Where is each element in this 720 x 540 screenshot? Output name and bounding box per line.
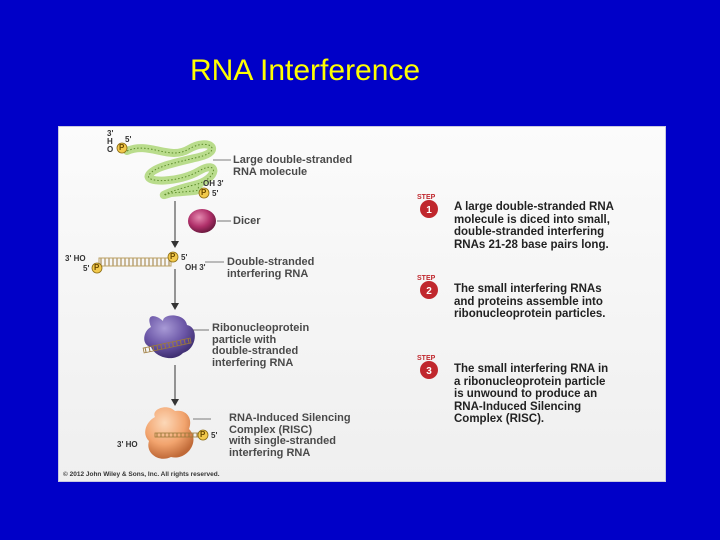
ribonucleoprotein-particle	[142, 315, 195, 359]
phosphate-label: P	[170, 252, 176, 261]
step-2-badge: STEP 2	[417, 275, 438, 299]
phosphate-icon	[91, 262, 103, 274]
label-dicer: Dicer	[233, 215, 261, 227]
phosphate-icon	[198, 187, 210, 199]
end-mark: 3'	[107, 129, 114, 138]
risc-complex	[145, 407, 200, 459]
end-mark: 5'	[181, 253, 188, 262]
svg-text:2: 2	[426, 286, 432, 297]
step-1-text: A large double-stranded RNA molecule is …	[454, 201, 614, 251]
end-mark: O	[107, 145, 114, 154]
svg-text:STEP: STEP	[417, 355, 436, 362]
step-1-badge: STEP 1	[417, 194, 438, 218]
rnai-diagram: STEP 1 STEP 2 STEP 3 3' H O 5' OH 3' 5' …	[59, 127, 665, 481]
svg-text:1: 1	[426, 205, 432, 216]
diagram-artwork: STEP 1 STEP 2 STEP 3	[91, 140, 438, 459]
large-dsrna-molecule	[123, 140, 218, 200]
phosphate-icon	[167, 251, 179, 263]
phosphate-icon	[197, 429, 209, 441]
phosphate-label: P	[201, 188, 207, 197]
label-risc: RNA-Induced Silencing Complex (RISC) wit…	[229, 412, 351, 459]
svg-text:STEP: STEP	[417, 194, 436, 201]
end-mark: 5'	[83, 264, 90, 273]
end-mark: H	[107, 137, 113, 146]
label-ds-interfering-rna: Double-stranded interfering RNA	[227, 256, 315, 280]
step-2-text: The small interfering RNAs and proteins …	[454, 283, 606, 320]
ds-interfering-rna	[98, 257, 172, 267]
end-mark: 5'	[125, 135, 132, 144]
end-mark: 3' HO	[117, 440, 138, 449]
phosphate-label: P	[94, 263, 100, 272]
slide-title: RNA Interference	[190, 54, 421, 87]
svg-text:STEP: STEP	[417, 275, 436, 282]
end-mark: 5'	[212, 189, 219, 198]
end-mark: 3' HO	[65, 254, 86, 263]
copyright-notice: © 2012 John Wiley & Sons, Inc. All right…	[63, 471, 220, 478]
svg-text:3: 3	[426, 366, 432, 377]
step-3-text: The small interfering RNA in a ribonucle…	[454, 363, 609, 425]
label-large-dsrna: Large double-stranded RNA molecule	[233, 154, 353, 178]
end-mark: 5'	[211, 431, 218, 440]
end-mark: OH 3'	[185, 263, 206, 272]
label-rnp: Ribonucleoprotein particle with double-s…	[212, 322, 310, 369]
phosphate-label: P	[200, 430, 206, 439]
step-3-badge: STEP 3	[417, 355, 438, 379]
phosphate-label: P	[119, 143, 125, 152]
phosphate-icon	[116, 142, 128, 154]
end-mark: OH 3'	[203, 179, 224, 188]
dicer-enzyme	[188, 209, 216, 233]
